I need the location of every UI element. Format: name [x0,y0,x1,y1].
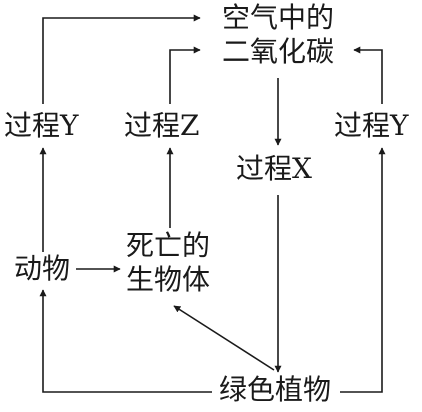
air-co2-line1: 空气中的 [221,1,335,34]
process-y-left-label: 过程Y [4,109,79,142]
arrow-plants-to-dead [173,305,275,371]
process-x-label: 过程X [236,152,312,185]
dead-organisms-line2: 生物体 [126,263,211,296]
animal-label: 动物 [14,252,71,285]
dead-organisms-line1: 死亡的 [126,229,211,262]
arrow-process-y-right-to-air [353,46,383,104]
arrow-process-z-to-air [169,46,201,104]
air-co2-line2: 二氧化碳 [221,35,335,68]
green-plants-label: 绿色植物 [219,373,332,406]
process-y-right-label: 过程Y [334,109,409,142]
arrow-plants-to-animal [39,289,212,393]
arrow-plants-to-process-y-right [340,147,386,393]
arrow-process-y-left-to-air [42,14,201,104]
process-z-label: 过程Z [124,109,200,142]
